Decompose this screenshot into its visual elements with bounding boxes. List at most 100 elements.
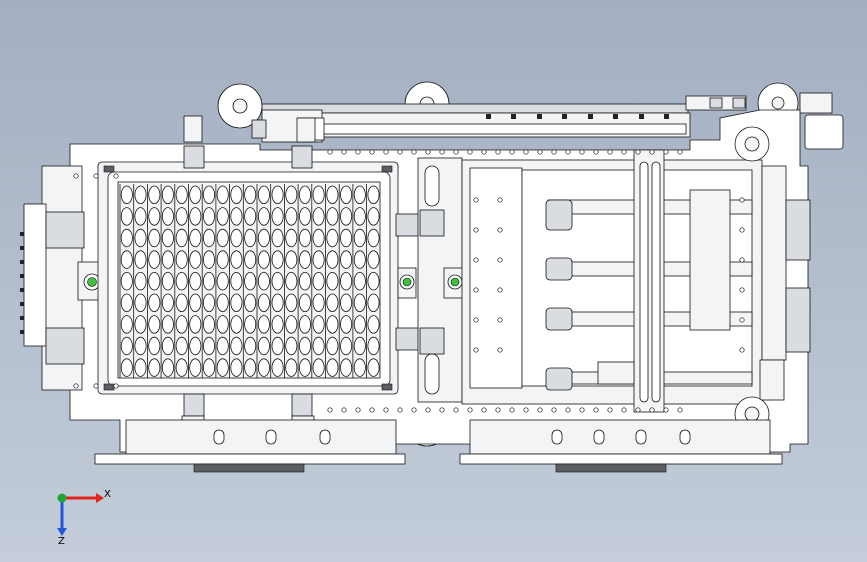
- tray-cell: [216, 228, 229, 248]
- x-axis-label: X: [104, 489, 111, 500]
- bolt-hole: [355, 407, 361, 413]
- tray-cell: [148, 228, 161, 248]
- tray-cell: [285, 207, 298, 226]
- tray-cell: [161, 207, 174, 226]
- bolt-hole: [383, 407, 389, 413]
- tray-cell: [148, 185, 161, 205]
- bolt-hole: [93, 383, 99, 389]
- bolt-hole: [453, 407, 459, 413]
- tray-cell: [230, 228, 243, 248]
- tray-cell: [148, 293, 161, 313]
- tray-cell: [312, 358, 325, 377]
- tray-cell: [202, 315, 215, 334]
- tray-cell: [326, 185, 339, 205]
- tray-cell: [298, 185, 311, 205]
- tray-cell: [285, 358, 298, 377]
- tray-cell: [367, 250, 380, 269]
- tray-cell: [312, 228, 325, 248]
- tray-cell: [134, 250, 147, 269]
- tray-cell: [230, 293, 243, 313]
- tray-cell: [312, 185, 325, 205]
- bolt-hole: [677, 407, 683, 413]
- bolt-hole: [509, 407, 515, 413]
- bolt-hole: [439, 407, 445, 413]
- tray-cell: [244, 185, 257, 205]
- bolt-hole: [565, 407, 571, 413]
- tray-cell: [298, 250, 311, 269]
- tray-cell: [353, 272, 366, 291]
- tray-cell: [244, 250, 257, 269]
- tray-cell: [230, 336, 243, 356]
- bolt-hole: [739, 347, 745, 353]
- bolt-hole: [551, 149, 557, 155]
- tray-cell: [285, 228, 298, 248]
- bolt-hole: [481, 149, 487, 155]
- tray-cell: [353, 185, 366, 205]
- tray-cell: [353, 336, 366, 356]
- tray-cell: [216, 185, 229, 205]
- tray-cell: [312, 250, 325, 269]
- bolt-hole: [93, 173, 99, 179]
- bolt-hole: [327, 407, 333, 413]
- tray-cell: [244, 272, 257, 291]
- bolt-hole: [649, 149, 655, 155]
- tray-cell: [120, 293, 133, 313]
- tray-cell: [312, 315, 325, 334]
- tray-cell: [271, 293, 284, 313]
- tray-cell: [189, 293, 202, 313]
- bolt-hole: [495, 407, 501, 413]
- tray-cell: [189, 336, 202, 356]
- bolt-hole: [473, 347, 479, 353]
- tray-cell: [340, 250, 353, 269]
- bolt-hole: [327, 149, 333, 155]
- tray-cell: [230, 315, 243, 334]
- bolt-hole: [497, 287, 503, 293]
- tray-cell: [326, 272, 339, 291]
- bolt-hole: [467, 407, 473, 413]
- tray-cell: [230, 207, 243, 226]
- bolt-hole: [537, 407, 543, 413]
- tray-cell: [175, 358, 188, 377]
- tray-cell: [216, 207, 229, 226]
- tray-cell: [312, 207, 325, 226]
- tray-cell: [175, 228, 188, 248]
- tray-cell: [257, 336, 270, 356]
- bolt-hole: [397, 407, 403, 413]
- bolt-hole: [565, 149, 571, 155]
- tray-cell: [298, 293, 311, 313]
- tray-cell: [340, 207, 353, 226]
- tray-cell: [161, 336, 174, 356]
- bolt-hole: [473, 227, 479, 233]
- tray-cell: [271, 272, 284, 291]
- bolt-hole: [523, 149, 529, 155]
- bolt-hole: [537, 149, 543, 155]
- tray-cell: [257, 228, 270, 248]
- tray-cell: [230, 272, 243, 291]
- tray-cell: [134, 293, 147, 313]
- tray-cell: [216, 358, 229, 377]
- tray-cell: [134, 272, 147, 291]
- tray-cell: [367, 315, 380, 334]
- tray-cell: [202, 336, 215, 356]
- tray-cell: [285, 272, 298, 291]
- tray-cell: [298, 336, 311, 356]
- tray-cell: [175, 207, 188, 226]
- bolt-hole: [355, 149, 361, 155]
- tray-cell: [271, 358, 284, 377]
- tray-cell: [298, 315, 311, 334]
- tray-cell: [134, 228, 147, 248]
- tray-cell: [120, 315, 133, 334]
- bolt-hole: [497, 197, 503, 203]
- bolt-hole: [739, 257, 745, 263]
- bolt-hole: [497, 347, 503, 353]
- tray-cell: [353, 358, 366, 377]
- tray-cell: [175, 250, 188, 269]
- bolt-hole: [481, 407, 487, 413]
- bolt-hole: [663, 407, 669, 413]
- tray-cell: [326, 315, 339, 334]
- tray-cell: [257, 185, 270, 205]
- tray-cell: [202, 272, 215, 291]
- bolt-hole: [411, 149, 417, 155]
- tray-cell: [353, 228, 366, 248]
